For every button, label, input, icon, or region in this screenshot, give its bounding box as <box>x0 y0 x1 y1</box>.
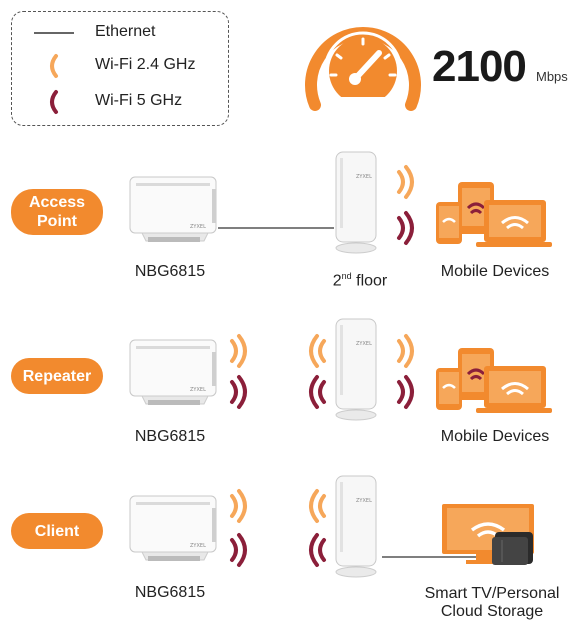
extender-icon: ZYXEL <box>335 318 377 421</box>
mode-pill-client: Client <box>11 513 103 549</box>
wifi-24-icon <box>230 489 247 523</box>
legend-icons <box>34 32 74 114</box>
router-label: NBG6815 <box>134 428 206 445</box>
wifi-5-icon <box>230 533 247 567</box>
speed-unit: Mbps <box>536 69 568 84</box>
wifi-5-icon <box>309 533 326 567</box>
router-brand: ZYXEL <box>190 224 206 230</box>
wifi-5-icon <box>309 375 326 409</box>
legend-ethernet: Ethernet <box>95 23 156 40</box>
svg-text:ZYXEL: ZYXEL <box>356 174 372 180</box>
router-label: NBG6815 <box>134 584 206 601</box>
mode-pill-repeater: Repeater <box>11 358 103 394</box>
speed-value: 2100 <box>432 42 527 91</box>
svg-text:ZYXEL: ZYXEL <box>356 498 372 504</box>
router-icon: ZYXEL <box>129 339 217 405</box>
wifi-24-icon <box>397 165 414 199</box>
mode-pill-access-point: Access Point <box>11 189 103 235</box>
wifi-24-icon <box>230 334 247 368</box>
wifi-5-icon <box>397 375 414 409</box>
router-label: NBG6815 <box>134 263 206 280</box>
wifi-24-icon <box>309 334 326 368</box>
svg-text:ZYXEL: ZYXEL <box>190 543 206 549</box>
router-icon: ZYXEL <box>129 495 217 561</box>
wifi-24-icon <box>397 334 414 368</box>
extender-label: 2nd floor <box>332 271 388 290</box>
router-icon: ZYXEL <box>129 176 217 242</box>
mobile-devices-icon <box>436 348 552 413</box>
legend-wifi24: Wi-Fi 2.4 GHz <box>95 56 196 73</box>
legend-wifi5: Wi-Fi 5 GHz <box>95 92 183 109</box>
extender-icon: ZYXEL <box>335 475 377 578</box>
target-label: Mobile Devices <box>440 263 550 280</box>
wifi-5-icon <box>50 90 58 114</box>
extender-icon: ZYXEL <box>335 151 377 254</box>
smart-tv-storage-icon <box>442 504 534 565</box>
wifi-5-icon <box>230 375 247 409</box>
speedometer-icon <box>305 27 421 111</box>
wifi-24-icon <box>309 489 326 523</box>
wifi-24-icon <box>50 54 58 78</box>
svg-text:ZYXEL: ZYXEL <box>190 387 206 393</box>
legend-box <box>11 11 229 126</box>
target-label: Mobile Devices <box>440 428 550 445</box>
target-label: Smart TV/Personal Cloud Storage <box>424 585 560 620</box>
svg-text:ZYXEL: ZYXEL <box>356 341 372 347</box>
mobile-devices-icon <box>436 182 552 247</box>
wifi-5-icon <box>397 211 414 245</box>
